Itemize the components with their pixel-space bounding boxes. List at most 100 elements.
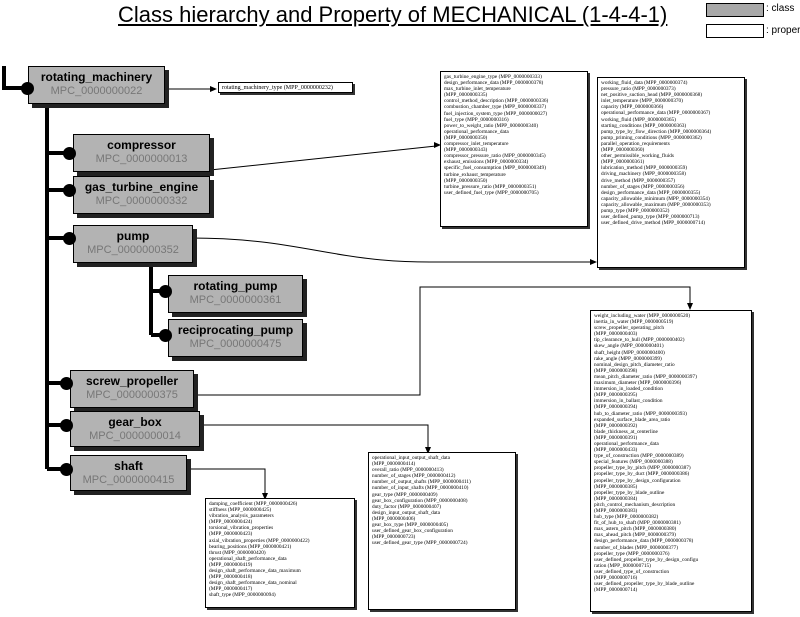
property-item: fuel_injection_system_type (MPP_00000000…	[444, 110, 548, 117]
property-item: exhaust_emissions (MPP_0000000334)	[444, 159, 529, 166]
property-item: gas_turbine_engine_type (MPP_0000000333)	[444, 74, 542, 80]
property-item: propeller_type_by_duct (MPP_0000000386)	[594, 471, 690, 478]
property-item: turbine_exhaust_temperature	[444, 171, 506, 178]
property-item: max_ahead_pitch (MPP_0000000379)	[594, 532, 676, 539]
class-code: MPC_0000000361	[189, 294, 282, 306]
property-item: starting_conditions (MPP_0000000363)	[601, 122, 687, 129]
property-box-pump: working_fluid_data (MPP_0000000374) pres…	[597, 77, 745, 268]
property-item: hub_type (MPP_0000000382)	[594, 514, 659, 521]
class-name: gear_box	[108, 415, 162, 429]
node-dot	[159, 285, 172, 298]
class-name: reciprocating_pump	[177, 323, 294, 337]
node-dot	[159, 329, 172, 342]
property-item: shaft_height (MPP_0000000400)	[594, 349, 665, 356]
property-item: pump_type (MPP_0000000352)	[601, 207, 670, 214]
property-item: (MPP_0000000723)	[372, 534, 416, 541]
class-rotating-pump[interactable]: rotating_pump MPC_0000000361	[168, 275, 303, 313]
class-compressor[interactable]: compressor MPC_0000000013	[73, 134, 210, 172]
class-gas-turbine-engine[interactable]: gas_turbine_engine MPC_0000000332	[73, 176, 210, 214]
property-item: overall_ratio (MPP_0000000413)	[372, 467, 444, 474]
property-item: type_of_construction (MPP_0000000389)	[594, 453, 684, 460]
class-name: rotating_machinery	[40, 70, 153, 84]
property-item: pitch_control_mechanism_description	[594, 501, 676, 508]
class-name: shaft	[114, 459, 143, 473]
property-item: weight_including_water (MPP_0000000520)	[594, 313, 691, 319]
property-item: mean_pitch_diameter_ratio (MPP_000000039…	[594, 373, 697, 380]
property-box-gas-turbine-engine: gas_turbine_engine_type (MPP_0000000333)…	[440, 71, 588, 227]
property-item: operational_performance_data (MPP_000000…	[601, 110, 711, 117]
property-item: power_to_weight_ratio (MPP_0000000340)	[444, 122, 539, 129]
class-name: rotating_pump	[193, 279, 278, 293]
property-item: drive_method (MPP_0000000357)	[601, 177, 676, 184]
property-item: torsional_vibration_properties	[209, 525, 274, 532]
property-item: (MPP_0000000343)	[444, 147, 488, 154]
class-name: compressor	[107, 138, 176, 152]
property-item: (MPP_0000000403)	[594, 331, 638, 338]
property-item: capacity_allowable_minimum (MPP_00000003…	[601, 195, 710, 202]
class-code: MPC_0000000014	[89, 430, 181, 442]
property-item: number_of_output_shafts (MPP_0000000411)	[372, 479, 471, 486]
property-item: damping_coefficient (MPP_0000000426)	[209, 501, 298, 507]
property-item: ration (MPP_0000000715)	[594, 562, 651, 569]
property-item: pressure_ratio (MPP_0000000373)	[601, 86, 676, 93]
property-item: parallel_operation_requirements	[601, 140, 670, 147]
property-item: gear_type (MPP_0000000409)	[372, 491, 438, 498]
property-item: user_defined_fuel_type (MPP_0000000705)	[444, 189, 539, 196]
property-item: immersion_in_ballast_condition	[594, 398, 663, 405]
property-item: capacity_allowable_maximum (MPP_00000003…	[601, 201, 711, 208]
property-item: (MPP_0000000384)	[594, 495, 638, 502]
property-item: (MPP_0000000714)	[594, 587, 638, 594]
class-code: MPC_0000000375	[86, 389, 178, 401]
property-item: gear_box_configuration (MPP_0000000408)	[372, 497, 468, 504]
property-item: design_shaft_performance_data_maximum	[209, 568, 301, 575]
property-box-gear-box: operational_input_output_shaft_data (MPP…	[368, 452, 516, 610]
property-item: immersion_in_loaded_condition	[594, 386, 663, 393]
property-item: inertia_in_water (MPP_0000000519)	[594, 319, 674, 326]
property-item: (MPP_0000000391)	[594, 434, 638, 441]
property-item: (MPP_0000000335)	[444, 92, 488, 99]
property-item: compressor_pressure_ratio (MPP_000000034…	[444, 153, 546, 160]
property-item: capacity (MPP_0000000366)	[601, 104, 664, 111]
property-item: (MPP_0000000418)	[209, 574, 253, 581]
class-code: MPC_0000000013	[95, 153, 188, 165]
property-item: design_performance_data (MPP_0000000355)	[601, 189, 701, 196]
property-item: operational_shaft_performance_data	[209, 555, 287, 562]
property-item: hub_to_diameter_ratio (MPP_0000000393)	[594, 410, 687, 417]
class-gear-box[interactable]: gear_box MPC_0000000014	[70, 411, 200, 447]
property-item: shaft_type (MPP_0000000094)	[209, 592, 276, 599]
property-item: (MPP_0000000716)	[594, 575, 638, 582]
property-item: user_defined_pump_type (MPP_0000000713)	[601, 214, 700, 221]
property-item: design_input_output_shaft_data	[372, 509, 440, 516]
legend-class-label: : class	[766, 3, 795, 14]
property-item: rotating_machinery_type (MPP_0000000232)	[222, 85, 333, 91]
node-dot	[60, 377, 73, 390]
property-item: propeller_type_by_blade_outline	[594, 489, 665, 496]
property-box-rotating-machinery: rotating_machinery_type (MPP_0000000232)	[218, 82, 353, 93]
property-item: compressor_inlet_temperature	[444, 141, 509, 148]
property-item: (MPP_0000000350)	[444, 134, 488, 141]
node-dot	[63, 147, 76, 160]
property-item: special_features (MPP_0000000388)	[594, 459, 673, 466]
node-dot	[21, 82, 34, 95]
property-item: stiffness (MPP_0000000425)	[209, 507, 272, 514]
class-screw-propeller[interactable]: screw_propeller MPC_0000000375	[70, 370, 194, 408]
class-code: MPC_0000000332	[95, 195, 188, 207]
class-rotating-machinery[interactable]: rotating_machinery MPC_0000000022	[28, 66, 165, 104]
property-item: inlet_temperature (MPP_0000000370)	[601, 98, 683, 105]
property-item: max_turbine_inlet_temperature	[444, 86, 511, 93]
property-item: (MPP_0000000423)	[209, 531, 253, 538]
property-item: (MPP_0000000395)	[594, 392, 638, 399]
property-item: (MPP_0000000417)	[209, 586, 253, 593]
property-item: design_shaft_performance_data_nominal	[209, 580, 297, 587]
property-item: other_permissible_working_fluids	[601, 153, 674, 160]
class-pump[interactable]: pump MPC_0000000352	[73, 225, 193, 263]
property-item: skew_angle (MPP_0000000401)	[594, 343, 664, 350]
property-item: gear_box_type (MPP_0000000405)	[372, 522, 449, 529]
node-dot	[63, 232, 76, 245]
property-item: duty_factor (MPP_0000000407)	[372, 503, 442, 510]
property-item: rake_angle (MPP_0000000399)	[594, 355, 662, 362]
property-item: fuel_type (MPP_0000000316)	[444, 116, 509, 123]
property-item: number_of_stages (MPP_0000000412)	[372, 473, 456, 480]
class-shaft[interactable]: shaft MPC_0000000415	[70, 455, 187, 491]
class-reciprocating-pump[interactable]: reciprocating_pump MPC_0000000475	[168, 319, 303, 357]
